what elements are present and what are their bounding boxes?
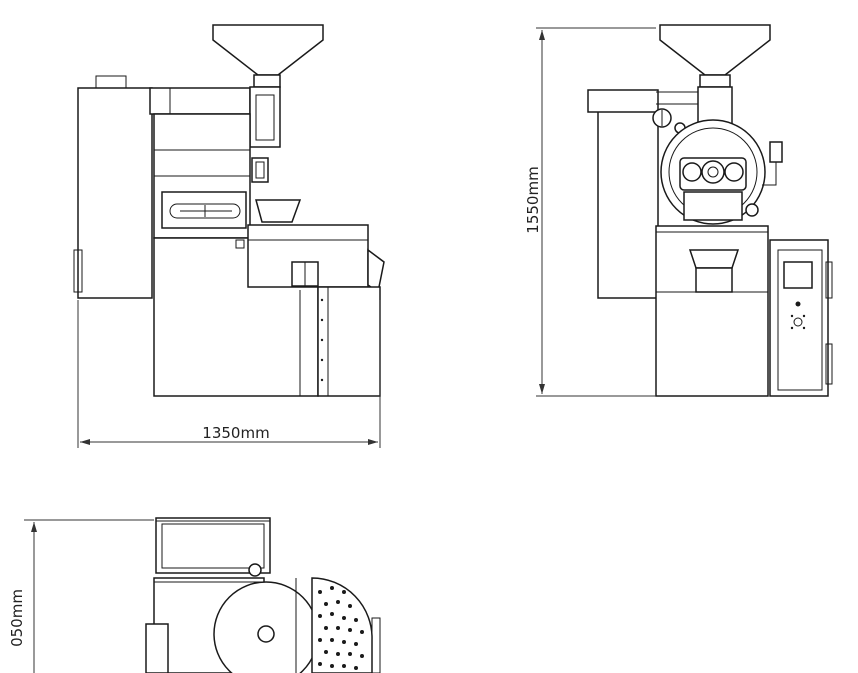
height-dimension-label: 1550mm <box>524 166 542 233</box>
top-view <box>145 517 381 673</box>
width-dimension-label: 1350mm <box>202 424 269 442</box>
front-view <box>587 24 833 397</box>
partial-dimension-label: 050mm <box>8 589 26 647</box>
height-dimension: 1550mm <box>524 27 656 397</box>
side-view <box>73 24 385 397</box>
perforation-dots <box>318 586 364 670</box>
width-dimension: 1350mm <box>77 300 381 448</box>
partial-dimension: 050mm <box>8 519 154 673</box>
